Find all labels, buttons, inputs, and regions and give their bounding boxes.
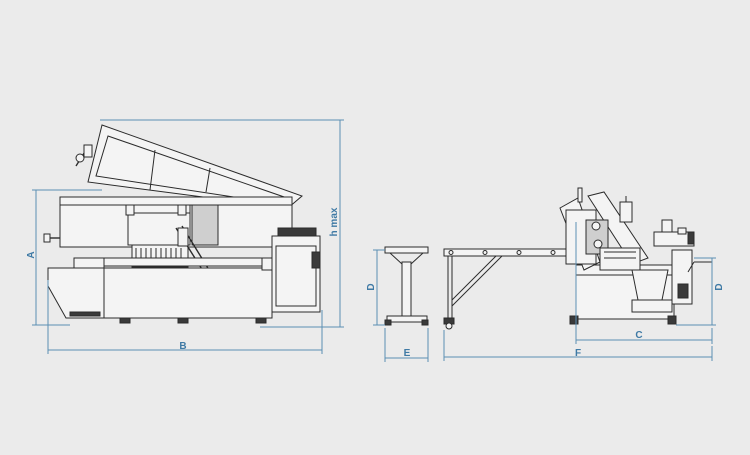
dimension-label-a: A <box>26 251 37 258</box>
dimension-lines-right <box>443 222 716 361</box>
dimension-label-f: F <box>575 348 581 359</box>
dimension-lines-stand <box>373 249 429 362</box>
saw-head-front <box>559 187 649 271</box>
dimension-label-e: E <box>404 348 411 359</box>
support-stand-view: D E <box>366 246 429 362</box>
dimension-label-b: B <box>179 341 186 352</box>
saw-head <box>43 196 293 283</box>
bandsaw-front-view: C F D <box>443 187 725 361</box>
raised-saw-arm <box>75 124 303 209</box>
machine-base <box>47 257 273 324</box>
control-cabinet <box>261 227 321 313</box>
control-panel-front <box>653 219 712 305</box>
bandsaw-side-view: A B h max <box>26 119 344 354</box>
dimension-lines-left <box>32 119 344 354</box>
feed-conveyor-view <box>443 248 577 330</box>
dimension-label-c: C <box>635 330 642 341</box>
dimension-label-d-stand: D <box>366 283 377 290</box>
dimension-label-h-max: h max <box>329 207 340 236</box>
dimension-label-d-right: D <box>714 283 725 290</box>
